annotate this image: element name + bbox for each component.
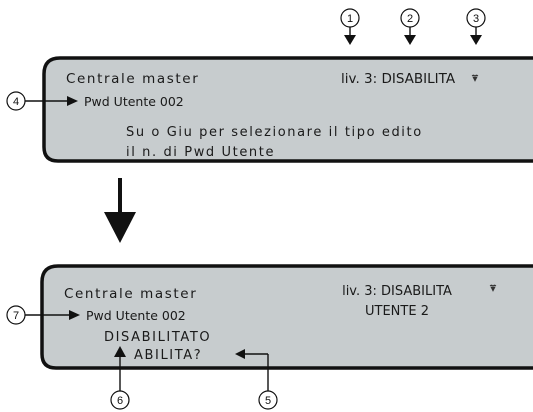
screen-2-prompt: ABILITA? <box>134 348 202 363</box>
callout-number: 2 <box>407 13 413 25</box>
callout-6: 6 <box>110 346 130 410</box>
arrow-head <box>235 349 245 359</box>
arrow-head <box>344 35 356 45</box>
screen-1-instruction-1: Su o Giu per selezionare il tipo edito <box>126 125 423 140</box>
arrow-head <box>69 310 80 320</box>
heart-icon <box>471 74 479 82</box>
screen-1-title: Centrale master <box>66 71 199 87</box>
callout-number: 1 <box>347 13 353 25</box>
callout-5: 5 <box>235 349 278 410</box>
transition-arrow-shaft <box>118 178 122 214</box>
callout-2: 2 <box>400 8 420 45</box>
lcd-screen-2: Centrale master liv. 3: DISABILITA UTENT… <box>40 264 533 370</box>
callout-circle <box>258 390 278 410</box>
transition-arrow <box>104 178 136 243</box>
callout-number: 7 <box>13 310 19 322</box>
lcd-screen-1-frame <box>42 56 533 163</box>
callout-circle <box>110 390 130 410</box>
callout-number: 5 <box>265 395 271 407</box>
screen-1-instruction-2: il n. di Pwd Utente <box>126 145 275 160</box>
callout-number: 6 <box>117 395 123 407</box>
screen-2-title: Centrale master <box>64 286 197 302</box>
heart-icon <box>489 284 497 292</box>
screen-1-level: liv. 3: DISABILITA <box>341 71 456 87</box>
callout-number: 4 <box>13 96 19 108</box>
screen-1-user-line: Pwd Utente 002 <box>84 94 184 109</box>
arrow-head <box>404 35 416 45</box>
lcd-screen-2-frame <box>40 264 533 370</box>
callout-number: 3 <box>473 13 479 25</box>
arrow-head <box>470 35 482 45</box>
screen-2-user-label: UTENTE 2 <box>365 304 429 319</box>
callout-7: 7 <box>6 305 80 325</box>
callout-4: 4 <box>6 91 78 111</box>
screen-2-user-line: Pwd Utente 002 <box>86 308 186 323</box>
lcd-screen-1: Centrale master liv. 3: DISABILITA Pwd U… <box>42 56 533 163</box>
arrow-head <box>67 96 78 106</box>
callout-1: 1 <box>340 8 360 45</box>
transition-arrow-head <box>104 212 136 243</box>
screen-2-level: liv. 3: DISABILITA <box>342 284 452 299</box>
screen-2-state: DISABILITATO <box>104 330 211 345</box>
arrow-head <box>114 346 126 357</box>
callout-3: 3 <box>466 8 486 45</box>
